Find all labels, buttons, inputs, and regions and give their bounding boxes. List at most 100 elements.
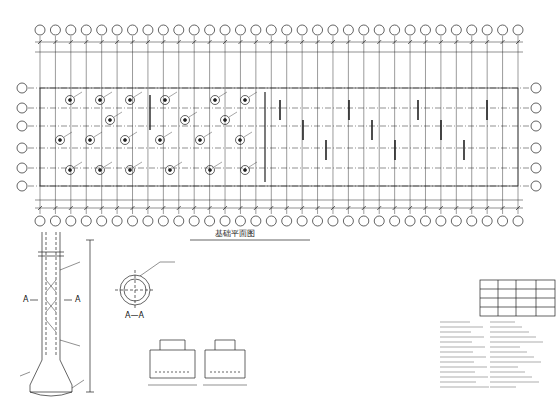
note-line: [440, 357, 486, 358]
note-line: [440, 377, 488, 378]
axis-line: [348, 36, 349, 214]
axis-bubble: [313, 216, 323, 226]
note-line: [490, 377, 532, 378]
dimension-line: [35, 200, 523, 201]
pile-cap: [126, 166, 135, 175]
axis-bubble: [112, 216, 122, 226]
note-line: [490, 387, 516, 388]
axis-line: [317, 36, 318, 214]
leader-line: [114, 112, 122, 117]
pile-cap: [96, 96, 105, 105]
axis-line: [332, 36, 333, 214]
pile-cap: [106, 116, 115, 125]
wall-segment: [394, 140, 396, 160]
wall-segment: [348, 100, 350, 120]
axis-bubble: [282, 25, 292, 35]
leader-line: [249, 162, 257, 167]
leader-line: [74, 92, 82, 97]
axis-bubble: [205, 216, 215, 226]
pile-mark: [209, 169, 212, 172]
axis-bubble: [66, 216, 76, 226]
axis-bubble: [97, 25, 107, 35]
axis-line: [410, 36, 411, 214]
leader-line: [219, 92, 227, 97]
axis-line: [132, 36, 133, 214]
axis-bubble: [313, 25, 323, 35]
leader-line: [94, 132, 102, 137]
axis-bubble: [343, 216, 353, 226]
axis-bubble: [66, 25, 76, 35]
axis-bubble: [50, 25, 60, 35]
pile-cap: [221, 116, 230, 125]
axis-bubble: [390, 216, 400, 226]
axis-bubble: [436, 25, 446, 35]
axis-line: [40, 36, 41, 214]
axis-line: [117, 36, 118, 214]
axis-line: [456, 36, 457, 214]
axis-bubble: [220, 216, 230, 226]
axis-bubble: [17, 83, 27, 93]
axis-line: [487, 36, 488, 214]
note-line: [490, 332, 529, 333]
pile-mark: [99, 169, 102, 172]
axis-bubble: [35, 25, 45, 35]
pile-mark: [89, 139, 92, 142]
note-line: [490, 327, 522, 328]
pile-mark: [244, 99, 247, 102]
leader-line: [134, 92, 142, 97]
note-line: [490, 357, 534, 358]
leader-line: [174, 162, 182, 167]
note-line: [440, 342, 472, 343]
axis-bubble: [158, 216, 168, 226]
notes-block: [440, 280, 555, 387]
axis-bubble: [17, 143, 27, 153]
section-marker: A: [74, 296, 81, 304]
axis-bubble: [297, 25, 307, 35]
title-underline: [190, 240, 310, 241]
axis-bubble: [128, 216, 138, 226]
pile-cap: [241, 96, 250, 105]
pile-mark: [129, 169, 132, 172]
pile-mark: [184, 119, 187, 122]
wall-segment: [325, 140, 327, 160]
note-line: [490, 347, 520, 348]
axis-bubble: [143, 216, 153, 226]
axis-bubble: [158, 25, 168, 35]
axis-bubble: [189, 216, 199, 226]
wall-segment: [264, 92, 265, 182]
note-line: [490, 337, 536, 338]
axis-bubble: [128, 25, 138, 35]
pile-cap: [156, 136, 165, 145]
leader-line: [189, 112, 197, 117]
pile-cap: [86, 136, 95, 145]
leader-line: [104, 162, 112, 167]
pile-cap: [196, 136, 205, 145]
axis-line: [271, 36, 272, 214]
axis-line: [440, 36, 441, 214]
axis-bubble: [498, 216, 508, 226]
pile-mark: [224, 119, 227, 122]
pile-mark: [124, 139, 127, 142]
note-line: [440, 352, 473, 353]
leader-line: [229, 112, 237, 117]
axis-line: [194, 36, 195, 214]
pile-cap-details: [148, 340, 247, 385]
axis-bubble: [220, 25, 230, 35]
leader-line: [169, 92, 177, 97]
pile-cap: [211, 96, 220, 105]
pile-cap: [56, 136, 65, 145]
pile-mark: [199, 139, 202, 142]
leader-line: [134, 162, 142, 167]
axis-bubble: [513, 216, 523, 226]
wall-segment: [440, 120, 442, 140]
axis-bubble: [35, 216, 45, 226]
dimension-line: [35, 52, 523, 53]
note-line: [490, 372, 525, 373]
wall-segment: [279, 100, 281, 120]
leader-line: [249, 92, 257, 97]
pile-cap: [121, 136, 130, 145]
pile-cap: [96, 166, 105, 175]
note-line: [440, 382, 476, 383]
